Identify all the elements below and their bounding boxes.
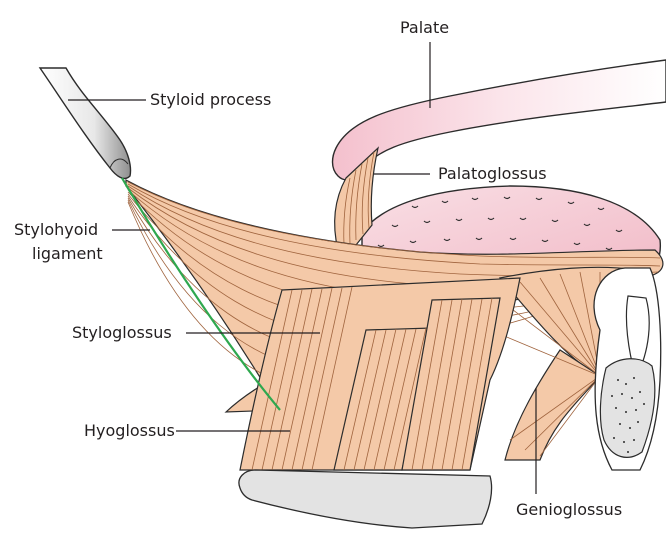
label-hyoglossus: Hyoglossus <box>84 421 175 441</box>
styloid-process-shape <box>40 68 131 178</box>
label-stylohyoid: Stylohyoid <box>14 220 98 240</box>
label-styloid-process: Styloid process <box>150 90 271 110</box>
label-styloglossus: Styloglossus <box>72 323 172 343</box>
label-palatoglossus: Palatoglossus <box>438 164 547 184</box>
label-palate: Palate <box>400 18 449 38</box>
label-genioglossus: Genioglossus <box>516 500 622 520</box>
palate-shape <box>333 60 666 180</box>
label-ligament: ligament <box>32 244 103 264</box>
hyoid-bone-shape <box>239 470 492 528</box>
